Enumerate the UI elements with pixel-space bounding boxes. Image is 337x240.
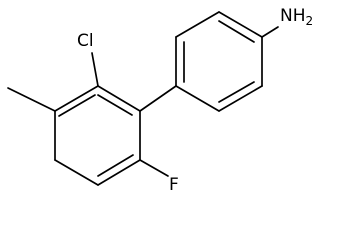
bond-d3-d4-inner xyxy=(218,20,255,43)
amine-nitrogen: N xyxy=(280,6,293,26)
substituents xyxy=(7,52,177,177)
bond-d6-d1 xyxy=(175,85,220,112)
bond-c1-c2 xyxy=(54,85,99,112)
amine-label: NH2 xyxy=(280,6,313,28)
amine-hydrogen: H xyxy=(293,6,306,26)
bond-c4-c5-inner xyxy=(97,154,134,177)
bond-d2-d3 xyxy=(175,11,220,38)
chlorine-label: Cl xyxy=(77,31,94,51)
left-ring xyxy=(54,85,141,186)
bond-c6-c1-inner xyxy=(97,94,133,116)
molecule-structure: Cl F NH2 xyxy=(7,6,313,195)
bond-c6-c1 xyxy=(97,85,141,112)
bond-fluorine xyxy=(139,159,169,177)
right-ring xyxy=(175,11,279,112)
bond-d5-d6 xyxy=(218,85,263,112)
bond-biaryl xyxy=(139,85,177,112)
bond-d3-d4 xyxy=(218,11,263,38)
bond-c4-c5 xyxy=(97,159,141,186)
bond-c1-c2-inner xyxy=(58,94,96,117)
bond-chlorine xyxy=(91,52,99,87)
bond-methyl xyxy=(7,87,56,112)
amine-subscript: 2 xyxy=(306,14,314,28)
bond-c3-c4 xyxy=(54,159,99,186)
bond-d5-d6-inner xyxy=(218,81,255,103)
fluorine-label: F xyxy=(169,175,179,195)
bond-amine xyxy=(261,26,279,38)
